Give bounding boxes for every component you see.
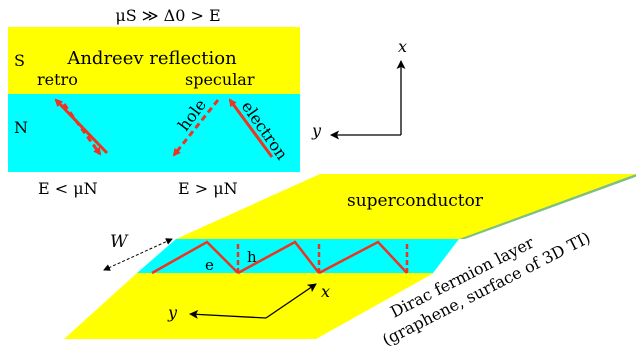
specular-electron-arrow <box>228 98 274 158</box>
retro-electron-arrow <box>54 98 109 155</box>
y-axis-label: y <box>311 121 322 140</box>
s-layer <box>8 27 300 94</box>
dirac-channel <box>137 239 459 273</box>
device-y-arrow <box>189 309 267 319</box>
specular-label: specular <box>185 70 255 89</box>
specular-condition: E > μN <box>178 179 238 198</box>
layer-edge <box>459 174 636 239</box>
zigzag-segment-3 <box>318 240 408 275</box>
n-layer-label: N <box>14 118 28 137</box>
s-layer-label: S <box>14 51 25 70</box>
device-y-label: y <box>167 303 178 322</box>
width-indicator <box>103 238 173 271</box>
andreev-title: Andreev reflection <box>66 48 237 69</box>
top-condition: μS ≫ Δ0 > E <box>115 6 220 25</box>
specular-hole-arrow <box>172 99 220 157</box>
device-x-arrow <box>265 283 317 319</box>
device-x-label: x <box>321 282 330 301</box>
upper-superconductor <box>176 174 636 239</box>
retro-label: retro <box>37 70 78 89</box>
x-axis-label: x <box>398 37 407 56</box>
retro-hole-arrow <box>62 103 102 156</box>
lower-superconductor <box>64 273 434 339</box>
width-label: W <box>110 232 129 252</box>
zigzag-segment-2 <box>237 240 320 275</box>
superconductor-label: superconductor <box>347 191 484 211</box>
h-label: h <box>247 248 257 266</box>
retro-condition: E < μN <box>38 179 98 198</box>
e-label: e <box>205 256 214 274</box>
